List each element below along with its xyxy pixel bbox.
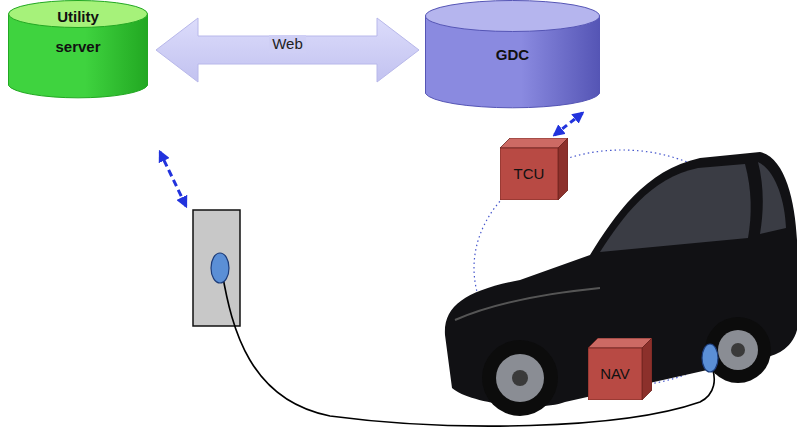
node-label: TCU: [514, 165, 545, 183]
connector-socket: [211, 253, 229, 283]
charging-post: [193, 210, 240, 326]
wireless-link: [554, 113, 582, 135]
connector-socket: [702, 344, 718, 372]
charging-cable: [222, 272, 714, 426]
edge-label: Web: [269, 35, 306, 53]
web-arrow: [156, 18, 419, 82]
database-cylinder: Utility server: [8, 0, 148, 100]
car: [445, 152, 797, 416]
device-box: NAV: [588, 338, 652, 400]
database-cylinder: GDC: [425, 0, 600, 110]
wireless-link: [160, 152, 186, 206]
node-label: NAV: [600, 365, 630, 383]
node-label: Utility server: [38, 2, 118, 62]
device-box: TCU: [500, 138, 568, 200]
node-label: GDC: [453, 45, 573, 65]
